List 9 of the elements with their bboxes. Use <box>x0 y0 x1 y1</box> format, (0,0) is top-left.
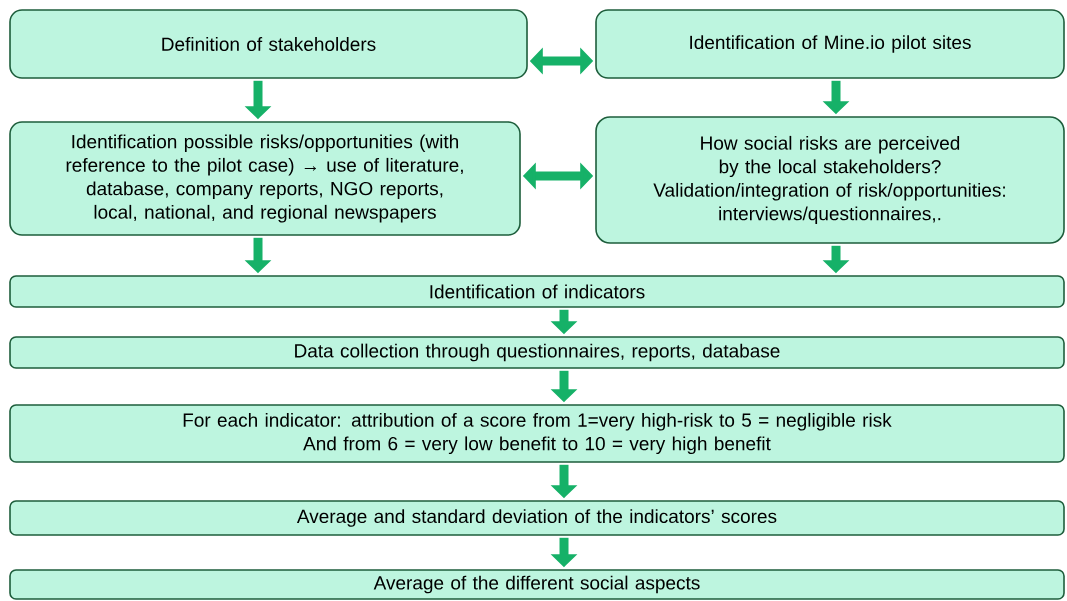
process-box: Identification possible risks/opportunities (with reference to the pilot case) → use of literature, database, company reports, NGO reports, local, national, and regional newspapers <box>9 121 521 236</box>
process-box: Identification of indicators <box>9 275 1065 308</box>
process-box: Average and standard deviation of the indicators’ scores <box>9 500 1065 536</box>
process-box: Data collection through questionnaires, reports, database <box>9 336 1065 369</box>
process-box: Identification of Mine.io pilot sites <box>595 9 1065 79</box>
process-box: For each indicator: attribution of a score from 1=very high-risk to 5 = negligible risk And from 6 = very low benefit to 10 = very high benefit <box>9 404 1065 463</box>
process-box: Definition of stakeholders <box>9 9 528 79</box>
process-box: Average of the different social aspects <box>9 569 1065 600</box>
process-box: How social risks are perceived by the local stakeholders? Validation/integration of risk/opportunities: interviews/questionnaires,. <box>595 116 1065 244</box>
